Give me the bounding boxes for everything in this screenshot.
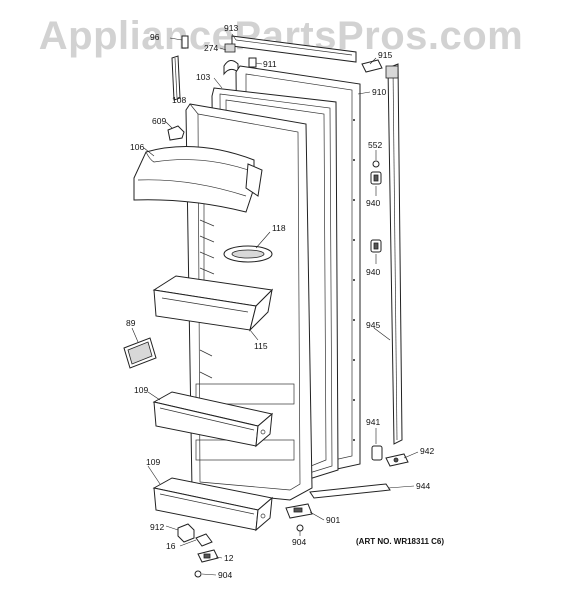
part-16: [195, 533, 213, 547]
part-942: [385, 453, 409, 467]
part-940-bracket-lower: [370, 239, 382, 253]
callout-911: 911: [263, 59, 277, 69]
callout-118: 118: [272, 223, 286, 233]
callout-109-upper: 109: [134, 385, 148, 395]
callout-940-upper: 940: [366, 198, 380, 208]
part-904-screw-lower: [194, 570, 202, 578]
part-96: [181, 35, 189, 49]
part-609: [167, 125, 185, 141]
callout-945: 945: [366, 320, 380, 330]
callout-106: 106: [130, 142, 144, 152]
callout-96: 96: [150, 32, 160, 42]
leader-lines: [131, 33, 419, 576]
callout-103: 103: [196, 72, 210, 82]
part-945-rail: [385, 63, 403, 445]
part-89: [123, 337, 157, 369]
callout-12: 12: [224, 553, 234, 563]
part-108: [171, 55, 181, 101]
callout-274: 274: [204, 43, 218, 53]
callout-115: 115: [254, 341, 268, 351]
part-911: [248, 57, 257, 68]
part-901: [285, 503, 313, 519]
part-552-screw: [372, 160, 380, 168]
callout-913: 913: [224, 23, 238, 33]
part-913-top-trim: [231, 35, 357, 63]
callout-942: 942: [420, 446, 434, 456]
part-274: [223, 43, 239, 76]
part-109-bin-lower: [152, 477, 274, 532]
callout-904-lower: 904: [218, 570, 232, 580]
callout-552: 552: [368, 140, 382, 150]
art-number: (ART NO. WR18311 C6): [356, 537, 444, 546]
callout-16: 16: [166, 541, 176, 551]
callout-940-lower: 940: [366, 267, 380, 277]
callout-labels: 96 913 274 911 915 103 910 108 609 552 1…: [126, 23, 434, 580]
callout-904-upper: 904: [292, 537, 306, 547]
callout-941: 941: [366, 417, 380, 427]
part-912: [177, 523, 195, 543]
callout-109-lower: 109: [146, 457, 160, 467]
part-940-bracket-upper: [370, 171, 382, 185]
part-109-bin-upper: [152, 391, 274, 448]
callout-609: 609: [152, 116, 166, 126]
callout-108: 108: [172, 95, 186, 105]
callout-912: 912: [150, 522, 164, 532]
part-12: [197, 549, 219, 563]
callout-910: 910: [372, 87, 386, 97]
callout-915: 915: [378, 50, 392, 60]
callout-944: 944: [416, 481, 430, 491]
part-941: [371, 445, 383, 461]
part-944-bottom-strip: [309, 483, 391, 499]
callout-901: 901: [326, 515, 340, 525]
part-904-screw-upper: [296, 524, 304, 532]
part-118: [223, 245, 273, 263]
part-115-shelf: [152, 275, 274, 332]
part-106-dairy-bin: [133, 146, 263, 213]
callout-89: 89: [126, 318, 136, 328]
